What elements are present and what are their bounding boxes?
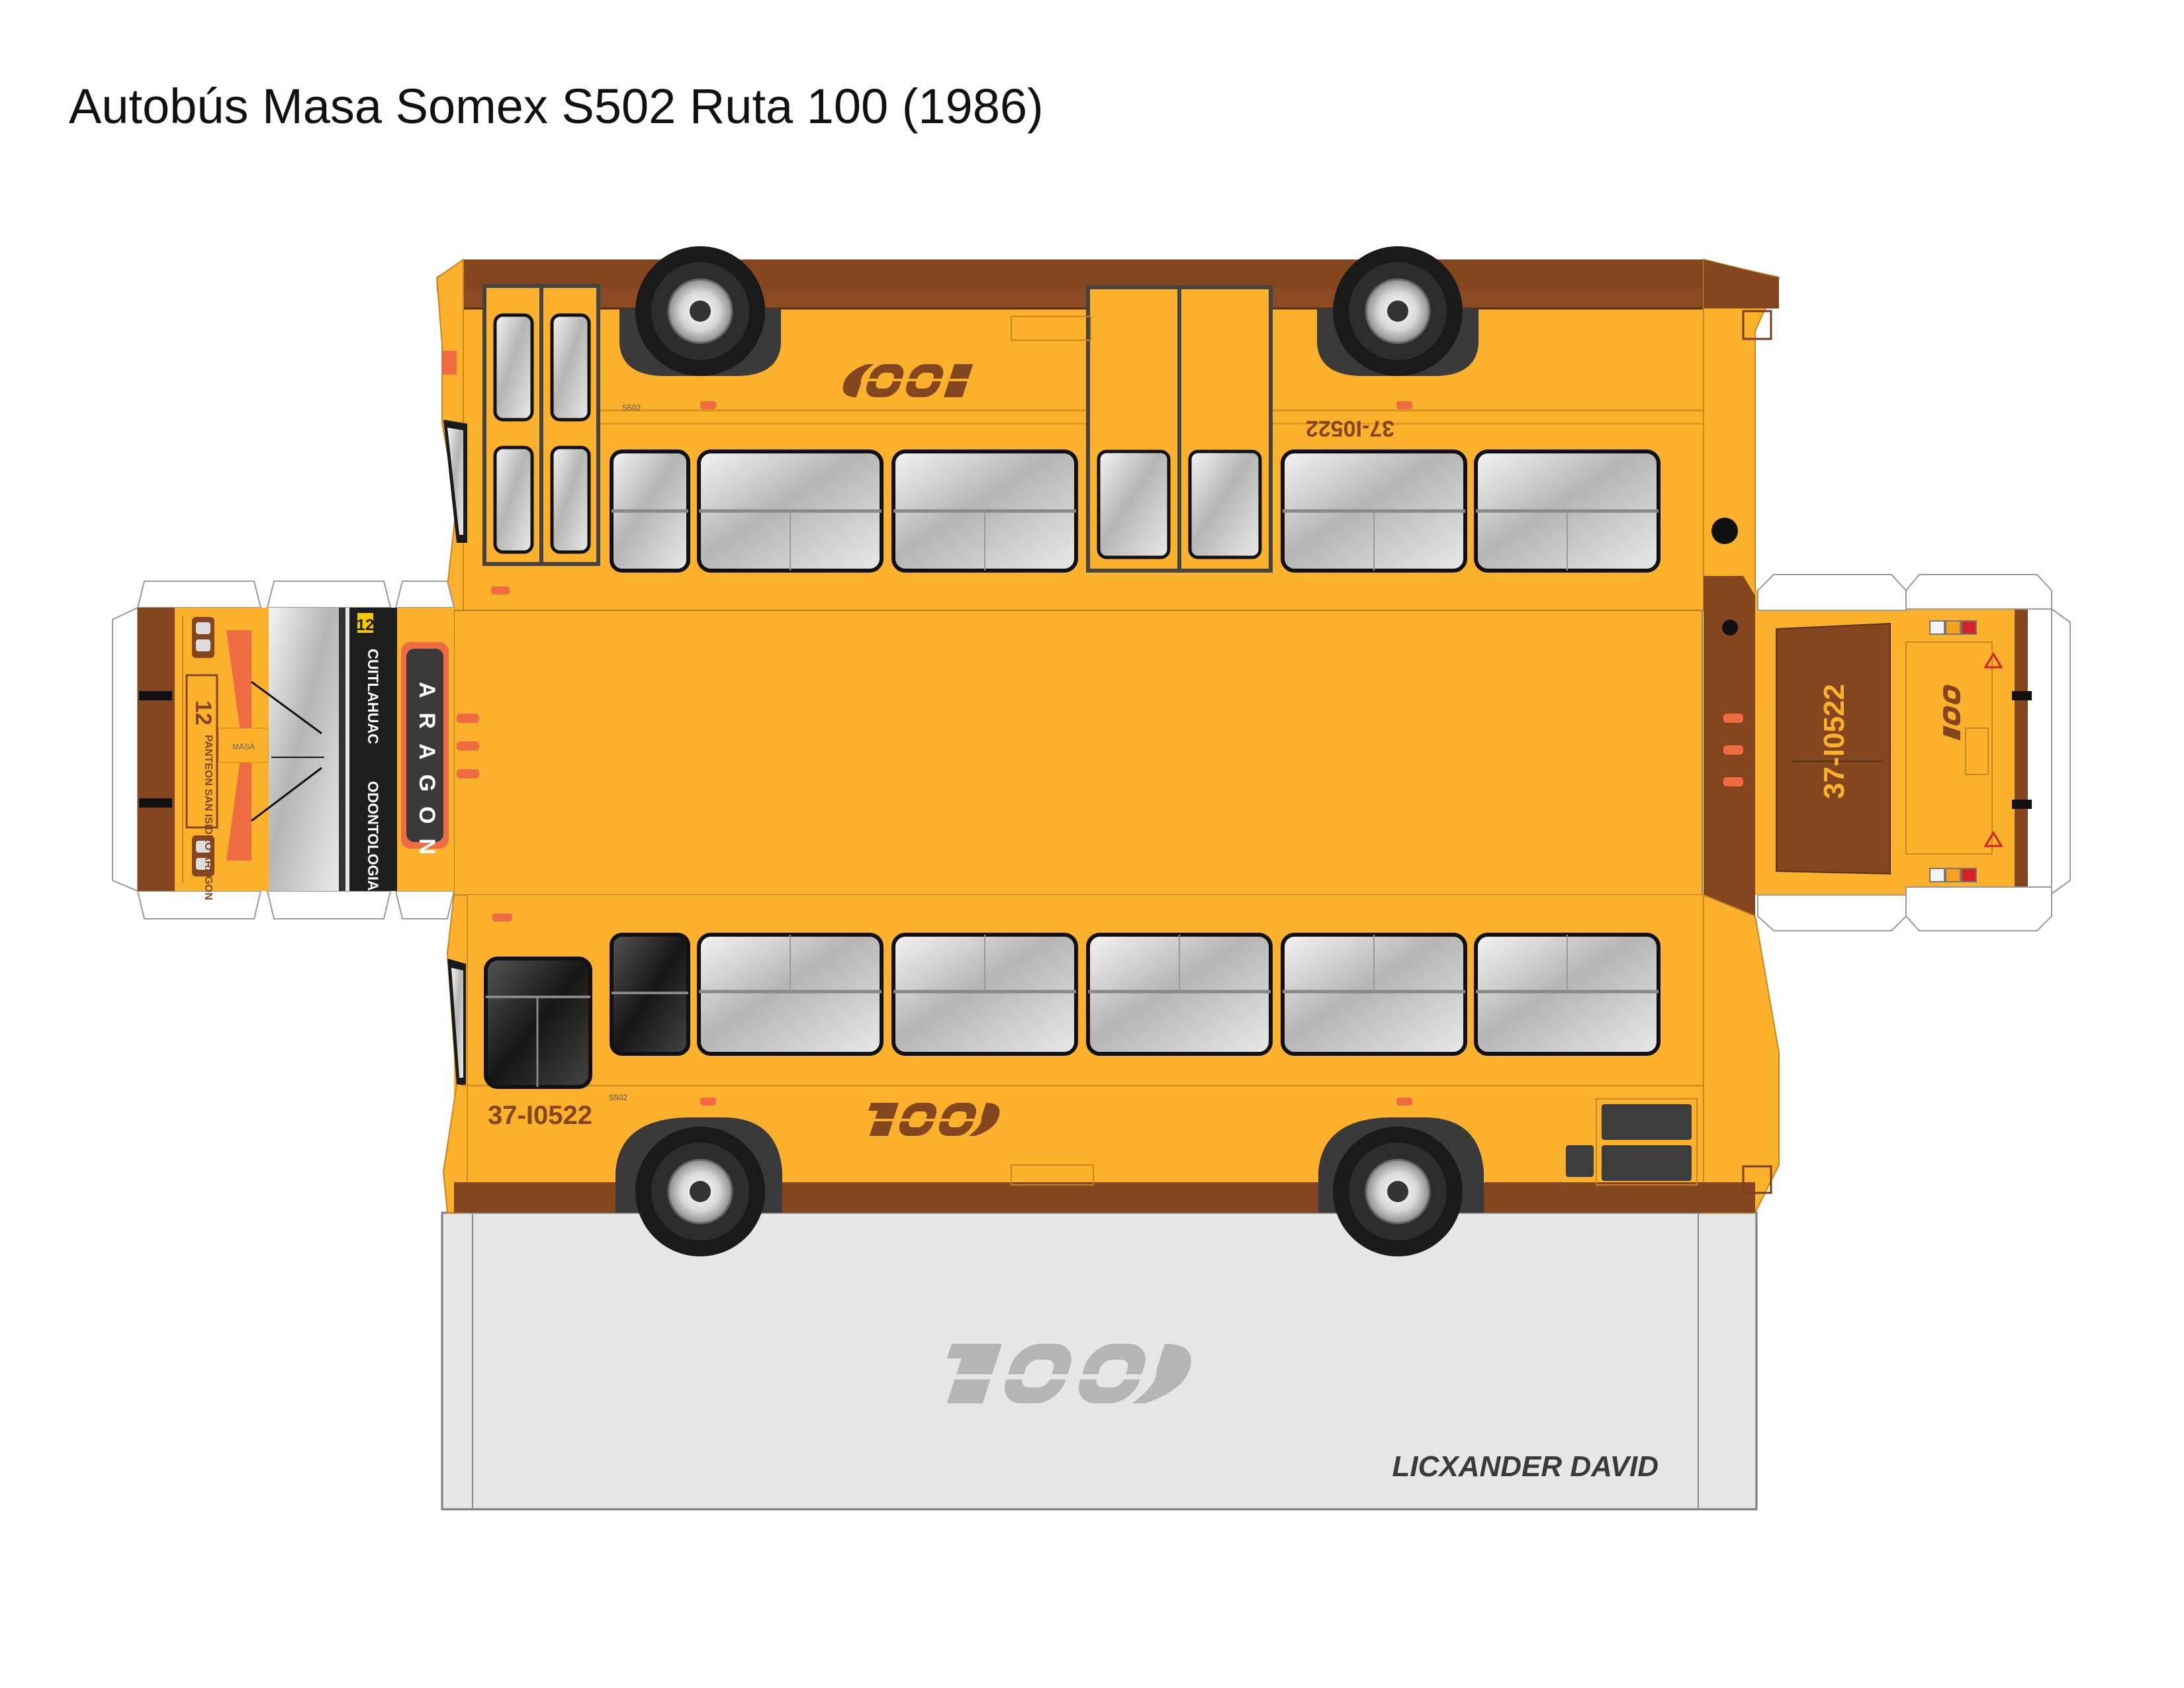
front-door (482, 284, 600, 566)
model-badge-lower: S502 (609, 1093, 627, 1102)
route-100-logo (928, 1344, 1191, 1403)
base-panel: LICXANDER DAVID (441, 1211, 1758, 1511)
lower-side-panel: 37-I0522 S502 (442, 894, 1780, 1256)
route-number-sign: 12 (357, 616, 375, 634)
author-credit: LICXANDER DAVID (1392, 1450, 1659, 1483)
upper-windows (610, 449, 1661, 573)
model-badge-upper: S502 (622, 403, 641, 412)
tail-light-icon (1929, 868, 1977, 882)
plate-number-rear: 37-I0522 (1818, 684, 1850, 799)
wheel-icon (635, 246, 765, 376)
roof-panel (453, 610, 1703, 896)
rear-cap (1704, 576, 1755, 928)
headlight-icon (192, 835, 214, 876)
rear-panel: 37-I0522 (1755, 574, 2071, 931)
route-100-logo (860, 1103, 1000, 1136)
tail-light-icon (1929, 620, 1977, 635)
destination-line1: CUITLAHUAC (365, 649, 381, 744)
warning-triangle-icon (1983, 652, 2003, 669)
destination-main: ARAGON (414, 682, 439, 869)
route-stops-front: PANTEON SAN ISIDRO ARAGON (203, 735, 214, 900)
destination-line2: ODONTOLOGIA (365, 781, 381, 891)
wheel-icon (1333, 246, 1463, 376)
plate-number-side: 37-I0522 (488, 1101, 592, 1130)
wheel-icon (1333, 1127, 1463, 1256)
plate-number-upper: 37-I0522 (1306, 416, 1394, 441)
lower-windows (697, 933, 1661, 1056)
page-title: Autobús Masa Somex S502 Ruta 100 (1986) (69, 79, 1044, 134)
upper-side-panel: 37-I0522 S502 (435, 246, 1780, 611)
front-panel: 12 PANTEON SAN ISIDRO ARAGON MASA 12 CUI… (112, 581, 455, 919)
route-100-logo (842, 364, 982, 397)
front-badge: MASA (232, 742, 255, 751)
route-number-front: 12 (191, 700, 216, 726)
route-100-logo (1943, 684, 1960, 741)
headlight-icon (192, 617, 214, 658)
rear-door (1086, 285, 1273, 573)
warning-triangle-icon (1983, 831, 2003, 847)
wheel-icon (635, 1127, 765, 1256)
